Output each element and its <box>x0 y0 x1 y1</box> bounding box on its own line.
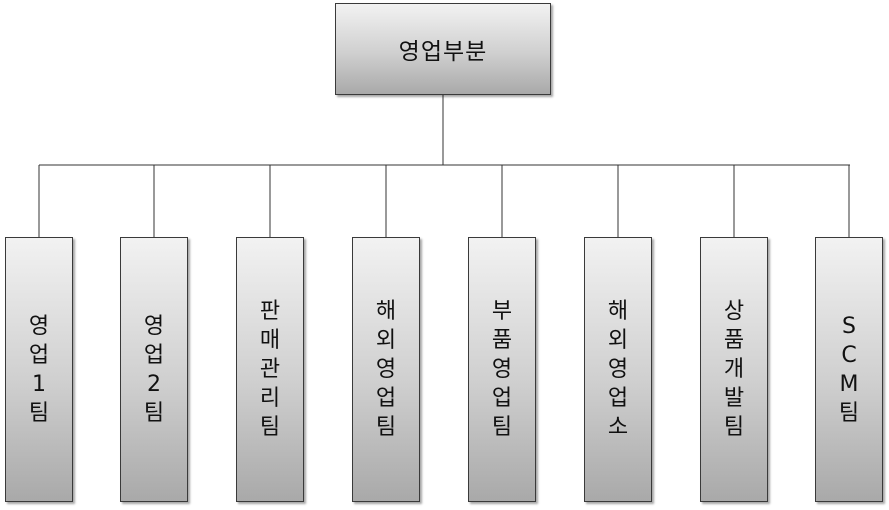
root-node-label: 영업부분 <box>398 39 488 65</box>
child-drop-lines <box>38 165 850 237</box>
root-node: 영업부분 <box>335 3 551 95</box>
